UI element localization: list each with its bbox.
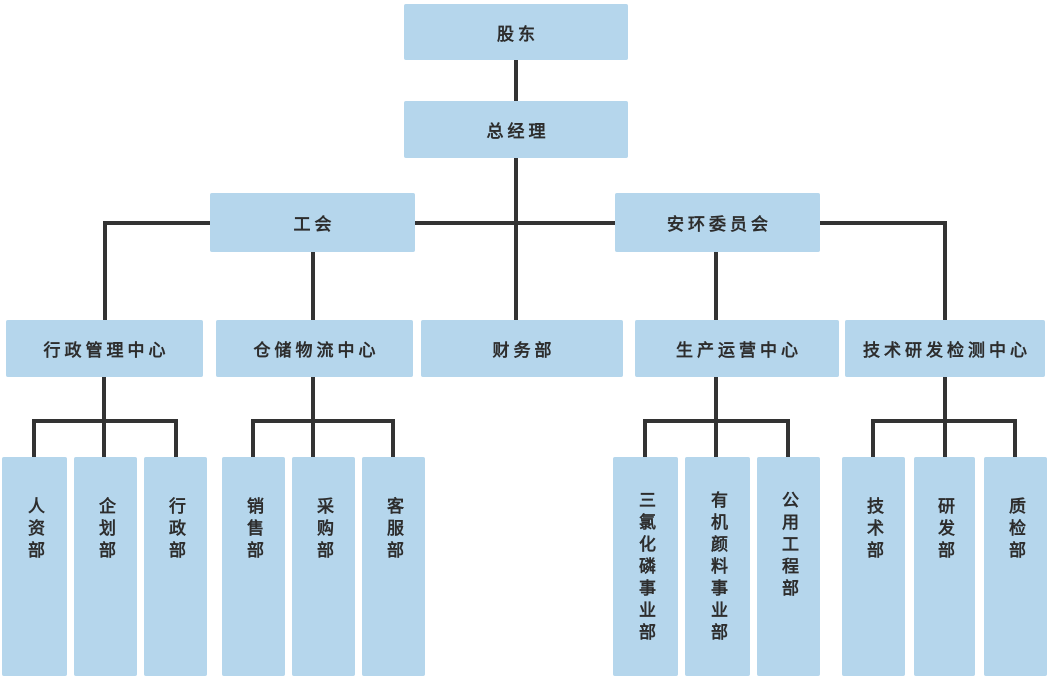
connector-g3-stub-right [786, 419, 790, 457]
node-public-works-dept[interactable]: 公用工程部 [757, 457, 820, 676]
node-pcl3-business-unit[interactable]: 三氯化磷事业部 [613, 457, 678, 676]
node-planning-dept[interactable]: 企划部 [74, 457, 137, 676]
connector-g1-horizontal [32, 419, 178, 423]
node-customer-service-dept[interactable]: 客服部 [362, 457, 425, 676]
node-sales-dept[interactable]: 销售部 [222, 457, 285, 676]
connector-union-drop [311, 252, 315, 320]
connector-g2-stub-left [251, 419, 255, 457]
node-admin-dept[interactable]: 行政部 [144, 457, 207, 676]
node-quality-inspection-dept[interactable]: 质检部 [984, 457, 1047, 676]
connector-g1-stub-right [174, 419, 178, 457]
connector-g2-stub-right [391, 419, 395, 457]
node-technology-dept[interactable]: 技术部 [842, 457, 905, 676]
node-warehouse-logistics-center[interactable]: 仓储物流中心 [216, 320, 413, 377]
node-general-manager[interactable]: 总经理 [404, 101, 628, 158]
connector-gm-down [514, 158, 518, 320]
connector-g3-horizontal [643, 419, 790, 423]
connector-g4-vertical [943, 377, 947, 457]
connector-right-drop [943, 221, 947, 320]
node-rd-dept[interactable]: 研发部 [914, 457, 975, 676]
connector-g4-stub-right [1013, 419, 1017, 457]
connector-g3-stub-left [643, 419, 647, 457]
node-purchasing-dept[interactable]: 采购部 [292, 457, 355, 676]
node-labor-union[interactable]: 工会 [210, 193, 415, 252]
connector-g3-vertical [714, 377, 718, 457]
node-finance-dept[interactable]: 财务部 [421, 320, 623, 377]
connector-g1-stub-left [32, 419, 36, 457]
connector-g4-horizontal [871, 419, 1017, 423]
node-safety-env-committee[interactable]: 安环委员会 [615, 193, 820, 252]
connector-main-horizontal [103, 221, 947, 225]
connector-g4-stub-left [871, 419, 875, 457]
connector-left-drop [103, 221, 107, 320]
connector-committee-drop [714, 252, 718, 320]
node-tech-rd-testing-center[interactable]: 技术研发检测中心 [845, 320, 1045, 377]
connector-shareholders-gm [514, 60, 518, 101]
node-admin-center[interactable]: 行政管理中心 [6, 320, 203, 377]
node-shareholders[interactable]: 股东 [404, 4, 628, 60]
connector-g2-vertical [311, 377, 315, 457]
node-organic-pigment-business-unit[interactable]: 有机颜料事业部 [685, 457, 750, 676]
node-hr-dept[interactable]: 人资部 [2, 457, 67, 676]
node-production-operations-center[interactable]: 生产运营中心 [635, 320, 839, 377]
connector-g1-vertical [102, 377, 106, 457]
connector-g2-horizontal [251, 419, 395, 423]
